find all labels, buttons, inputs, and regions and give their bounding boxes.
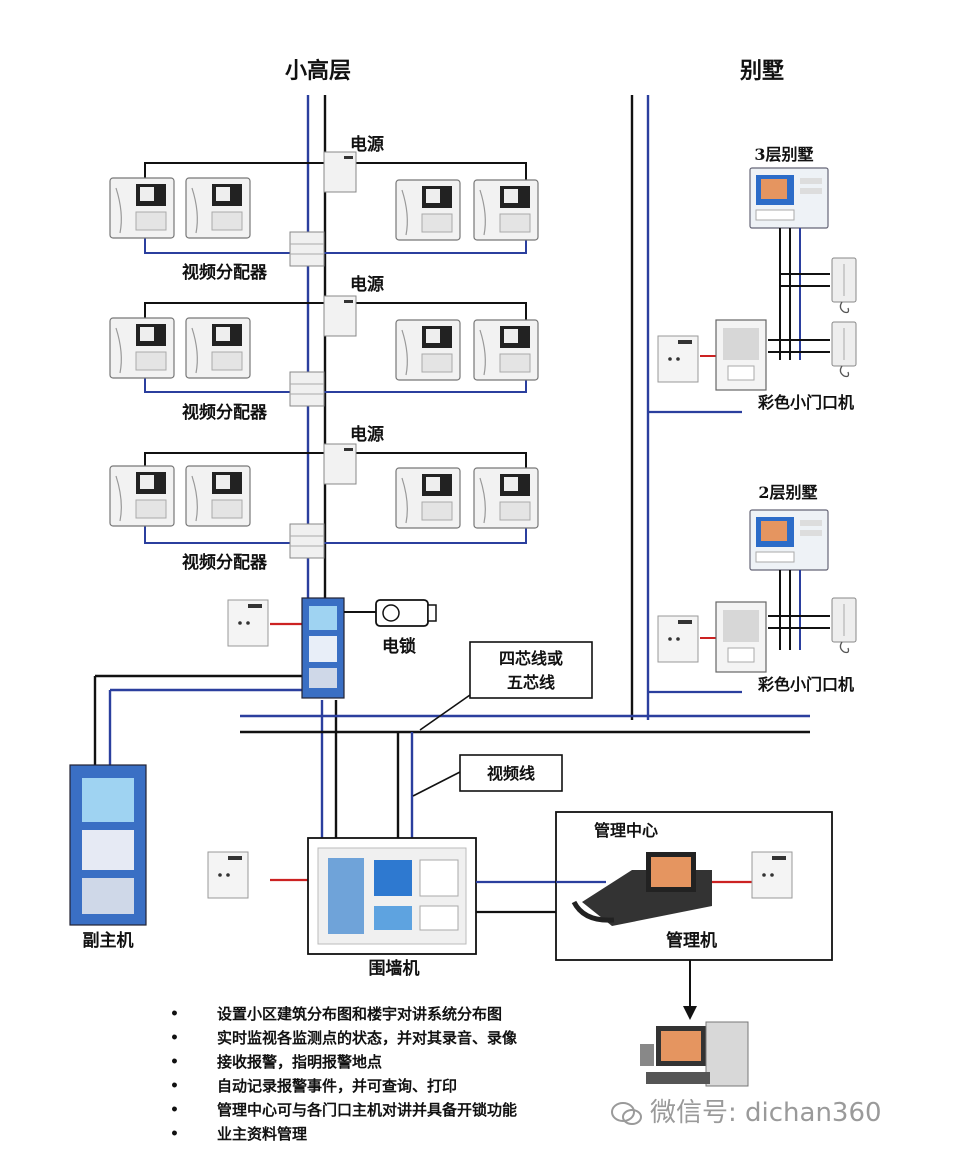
label-video-splitter: 视频分配器: [182, 262, 268, 283]
video-splitter-icon: [289, 523, 325, 559]
video-splitter-icon: [289, 231, 325, 267]
indoor-monitor-icon: [395, 179, 461, 241]
wechat-icon: [611, 1101, 642, 1125]
power-supply-icon: [751, 851, 793, 899]
management-feature-list: 设置小区建筑分布图和楼宇对讲系统分布图 实时监视各监测点的状态，并对其录音、录像…: [170, 1002, 517, 1146]
wall-unit: [207, 837, 584, 955]
title-villa: 别墅: [739, 58, 784, 84]
list-item: 接收报警，指明报警地点: [170, 1050, 517, 1074]
indoor-monitor-icon: [185, 177, 251, 239]
indoor-monitor-icon: [185, 465, 251, 527]
label-wall-unit: 围墙机: [369, 958, 420, 979]
label-video-splitter: 视频分配器: [182, 402, 268, 423]
list-item: 自动记录报警事件，并可查询、打印: [170, 1074, 517, 1098]
label-door-unit: 彩色小门口机: [757, 393, 854, 412]
cable-callout-4-5: [419, 641, 593, 731]
power-supply-icon: [657, 615, 699, 663]
list-item: 业主资料管理: [170, 1122, 517, 1146]
power-supply-icon: [207, 851, 249, 899]
power-supply-icon: [657, 335, 699, 383]
watermark-text: 微信号: dichan360: [650, 1098, 882, 1128]
villa-2f: [657, 509, 857, 673]
cable-callout-video: [412, 754, 563, 797]
handset-icon: [831, 597, 857, 654]
indoor-monitor-icon: [395, 467, 461, 529]
label-power: 电源: [350, 274, 384, 295]
label-door-unit: 彩色小门口机: [757, 675, 854, 694]
label-video-cable: 视频线: [487, 764, 535, 783]
label-power: 电源: [350, 134, 384, 155]
indoor-monitor-icon: [109, 465, 175, 527]
villa-3f: [657, 167, 857, 391]
handset-icon: [831, 321, 857, 378]
label-villa-3f: 3层别墅: [754, 145, 813, 164]
indoor-monitor-icon: [109, 177, 175, 239]
list-item: 实时监视各监测点的状态，并对其录音、录像: [170, 1026, 517, 1050]
video-splitter-icon: [289, 371, 325, 407]
building-door-station: [227, 597, 437, 699]
power-supply-icon: [323, 295, 357, 337]
floor-group-3: [109, 443, 539, 559]
indoor-monitor-icon: [749, 167, 829, 229]
watermark: 微信号: dichan360: [610, 1092, 882, 1129]
indoor-monitor-icon: [109, 317, 175, 379]
indoor-monitor-icon: [473, 319, 539, 381]
indoor-monitor-icon: [473, 467, 539, 529]
title-high-rise: 小高层: [285, 58, 351, 84]
label-cable-4-5-line2: 五芯线: [507, 673, 555, 692]
list-item: 设置小区建筑分布图和楼宇对讲系统分布图: [170, 1002, 517, 1026]
electric-lock-icon: [375, 599, 437, 627]
power-supply-icon: [227, 599, 269, 647]
label-villa-2f: 2层别墅: [758, 483, 817, 502]
power-supply-icon: [323, 151, 357, 193]
label-video-splitter: 视频分配器: [182, 552, 268, 573]
indoor-monitor-icon: [749, 509, 829, 571]
label-electric-lock: 电锁: [382, 636, 416, 657]
floor-group-1: [109, 151, 539, 267]
label-management-center: 管理中心: [594, 821, 658, 840]
label-management-unit: 管理机: [666, 930, 717, 951]
power-supply-icon: [323, 443, 357, 485]
management-center-box: [555, 811, 833, 961]
sub-host-icon: [69, 764, 147, 926]
door-station-icon: [715, 601, 767, 673]
label-sub-host: 副主机: [83, 930, 134, 951]
telephone-icon: [571, 852, 712, 926]
indoor-monitor-icon: [473, 179, 539, 241]
door-station-icon: [715, 319, 767, 391]
label-power: 电源: [350, 424, 384, 445]
computer-icon: [640, 1021, 749, 1087]
list-item: 管理中心可与各门口主机对讲并具备开锁功能: [170, 1098, 517, 1122]
handset-icon: [831, 257, 857, 314]
indoor-monitor-icon: [395, 319, 461, 381]
label-cable-4-5-line1: 四芯线或: [499, 649, 563, 668]
floor-group-2: [109, 295, 539, 407]
indoor-monitor-icon: [185, 317, 251, 379]
